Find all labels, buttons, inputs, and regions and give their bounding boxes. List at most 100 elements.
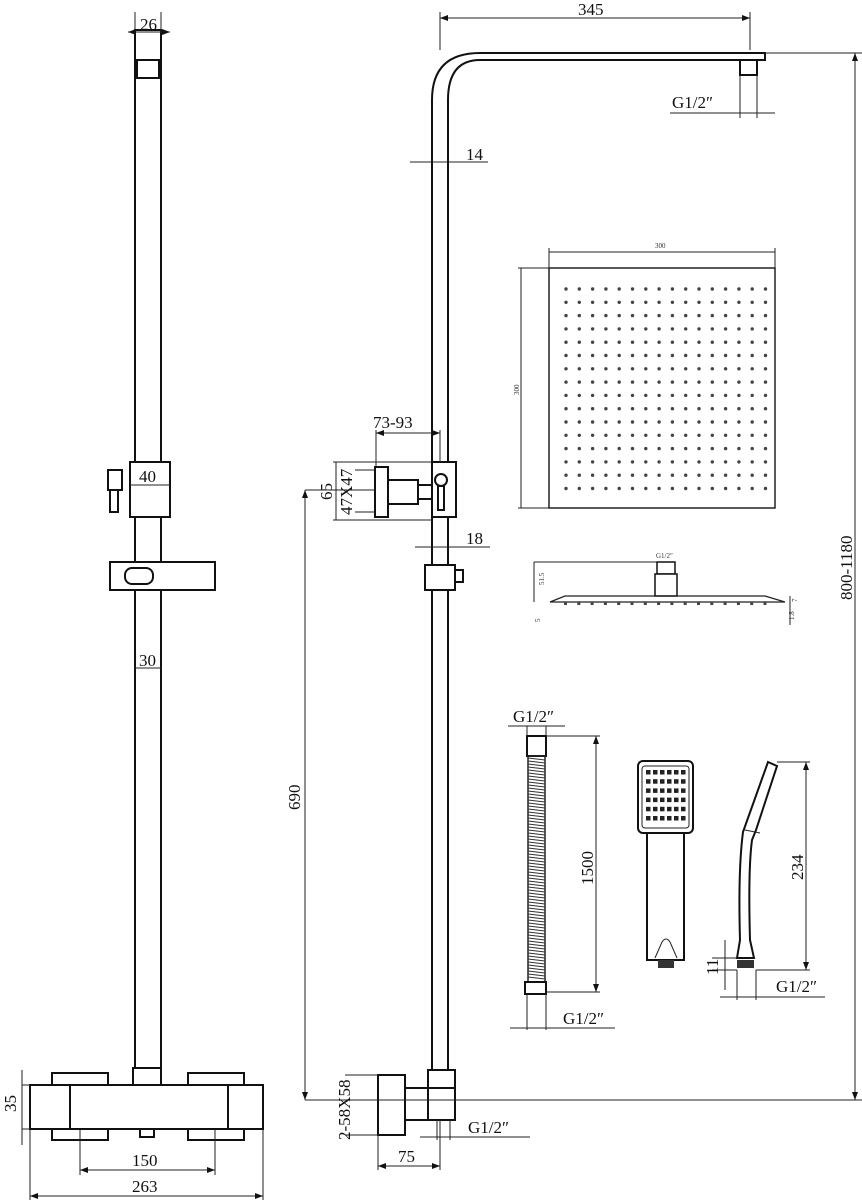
- dim-head-height: 51.5: [538, 572, 546, 585]
- nozzle-dot: [617, 287, 621, 291]
- hose-coil: [527, 859, 546, 863]
- nozzle-dot: [684, 486, 688, 491]
- hose-coil: [527, 835, 546, 839]
- nozzle-dot: [723, 353, 728, 358]
- nozzle-dot: [657, 407, 661, 411]
- nozzle-dot: [644, 353, 648, 358]
- nozzle-dot: [630, 313, 635, 318]
- nozzle-dot: [737, 446, 741, 451]
- nozzle-side: [697, 602, 700, 605]
- nozzle-dot: [710, 473, 714, 477]
- hose-coil: [527, 874, 546, 878]
- nozzle-dot: [710, 393, 714, 398]
- nozzle-dot: [657, 433, 661, 437]
- nozzle-dot: [697, 446, 701, 451]
- nozzle-dot: [604, 353, 608, 358]
- nozzle-dot: [630, 433, 635, 437]
- nozzle-dot: [617, 407, 621, 411]
- nozzle-dot: [617, 393, 621, 398]
- nozzle-dot: [723, 367, 728, 371]
- handset-nozzle: [646, 797, 651, 803]
- nozzle-dot: [577, 433, 581, 437]
- nozzle-dot: [630, 486, 635, 491]
- hose-coil: [527, 772, 546, 776]
- hose-coil: [527, 865, 546, 869]
- hose-coil: [527, 940, 546, 944]
- nozzle-dot: [564, 287, 568, 291]
- hose-coil: [527, 790, 546, 794]
- hose-coil: [527, 925, 546, 929]
- nozzle-dot: [657, 473, 661, 477]
- nozzle-dot: [763, 340, 768, 344]
- nozzle-dot: [630, 287, 635, 291]
- hose-coil: [527, 814, 546, 818]
- hose-coil: [527, 850, 546, 854]
- nozzle-dot: [577, 473, 581, 477]
- nozzle-dot: [644, 327, 648, 331]
- nozzle-dot: [590, 300, 595, 304]
- dim-bracket-width: 40: [139, 467, 156, 486]
- dim-head-thread: G1/2″: [656, 552, 673, 560]
- nozzle-dot: [710, 460, 714, 464]
- handset-nozzle: [667, 816, 672, 821]
- nozzle-dot: [763, 367, 768, 371]
- nozzle-dot: [710, 353, 714, 358]
- front-view: 26 40 30 35 150 263: [1, 12, 264, 1200]
- nozzle-dot: [670, 340, 675, 344]
- nozzle-dot: [670, 353, 675, 358]
- nozzle-dot: [590, 353, 595, 358]
- nozzle-dot: [737, 393, 741, 398]
- nozzle-dot: [657, 380, 661, 384]
- nozzle-dot: [723, 407, 728, 411]
- side-view: 345 G1/2″ 14 73-93 65 47X47 18 690 2-58X…: [285, 0, 862, 1170]
- nozzle-dot: [630, 407, 635, 411]
- nozzle-dot: [684, 313, 688, 318]
- shower-hose: G1/2″ 1500 G1/2″: [508, 707, 615, 1030]
- handset-nozzle: [653, 788, 658, 793]
- nozzle-dot: [750, 287, 754, 291]
- handset-nozzle: [681, 770, 686, 775]
- handset-nozzle: [674, 770, 679, 775]
- nozzle-dot: [737, 367, 741, 371]
- nozzle-dot: [737, 420, 741, 424]
- nozzle-dot: [750, 353, 754, 358]
- handset-nozzle: [653, 797, 658, 803]
- nozzle-dot: [644, 460, 648, 464]
- nozzle-dot: [697, 420, 701, 424]
- hose-coil: [527, 808, 546, 812]
- nozzle-dot: [657, 313, 661, 318]
- bracket-knob: [107, 469, 123, 491]
- nozzle-dot: [737, 300, 741, 304]
- handset-nozzle: [660, 788, 665, 793]
- nozzle-dot: [684, 353, 688, 358]
- dim-hose-top-thread: G1/2″: [513, 707, 554, 726]
- dim-overall-height: 800-1180: [837, 535, 856, 600]
- nozzle-dot: [697, 380, 701, 384]
- dim-head-depth: 300: [513, 384, 521, 395]
- handset-nozzle: [646, 788, 651, 793]
- hose-coil: [527, 775, 546, 779]
- nozzle-dot: [630, 420, 635, 424]
- nozzle-dot: [710, 420, 714, 424]
- shower-head-side-view: 51.5 5 G1/2″ 7 1.8: [533, 552, 799, 625]
- nozzle-dot: [763, 327, 768, 331]
- nozzle-dot: [763, 313, 768, 318]
- nozzle-side: [564, 602, 567, 605]
- nozzle-side: [577, 602, 581, 605]
- handset-nozzle: [681, 797, 686, 803]
- nozzle-side: [657, 602, 661, 605]
- handset-nozzle: [681, 788, 686, 793]
- nozzle-dot: [657, 340, 661, 344]
- hose-coil: [527, 883, 546, 887]
- dim-rail-width: 30: [139, 651, 156, 670]
- nozzle-dot: [697, 340, 701, 344]
- rail-connector: [132, 1067, 162, 1086]
- nozzle-dot: [590, 367, 595, 371]
- nozzle-dot: [564, 473, 568, 477]
- nozzle-side: [736, 602, 740, 605]
- nozzle-dot: [577, 367, 581, 371]
- nozzle-dot: [723, 446, 728, 451]
- nozzle-dot: [630, 393, 635, 398]
- hose-coil: [527, 784, 546, 788]
- nozzle-dot: [644, 420, 648, 424]
